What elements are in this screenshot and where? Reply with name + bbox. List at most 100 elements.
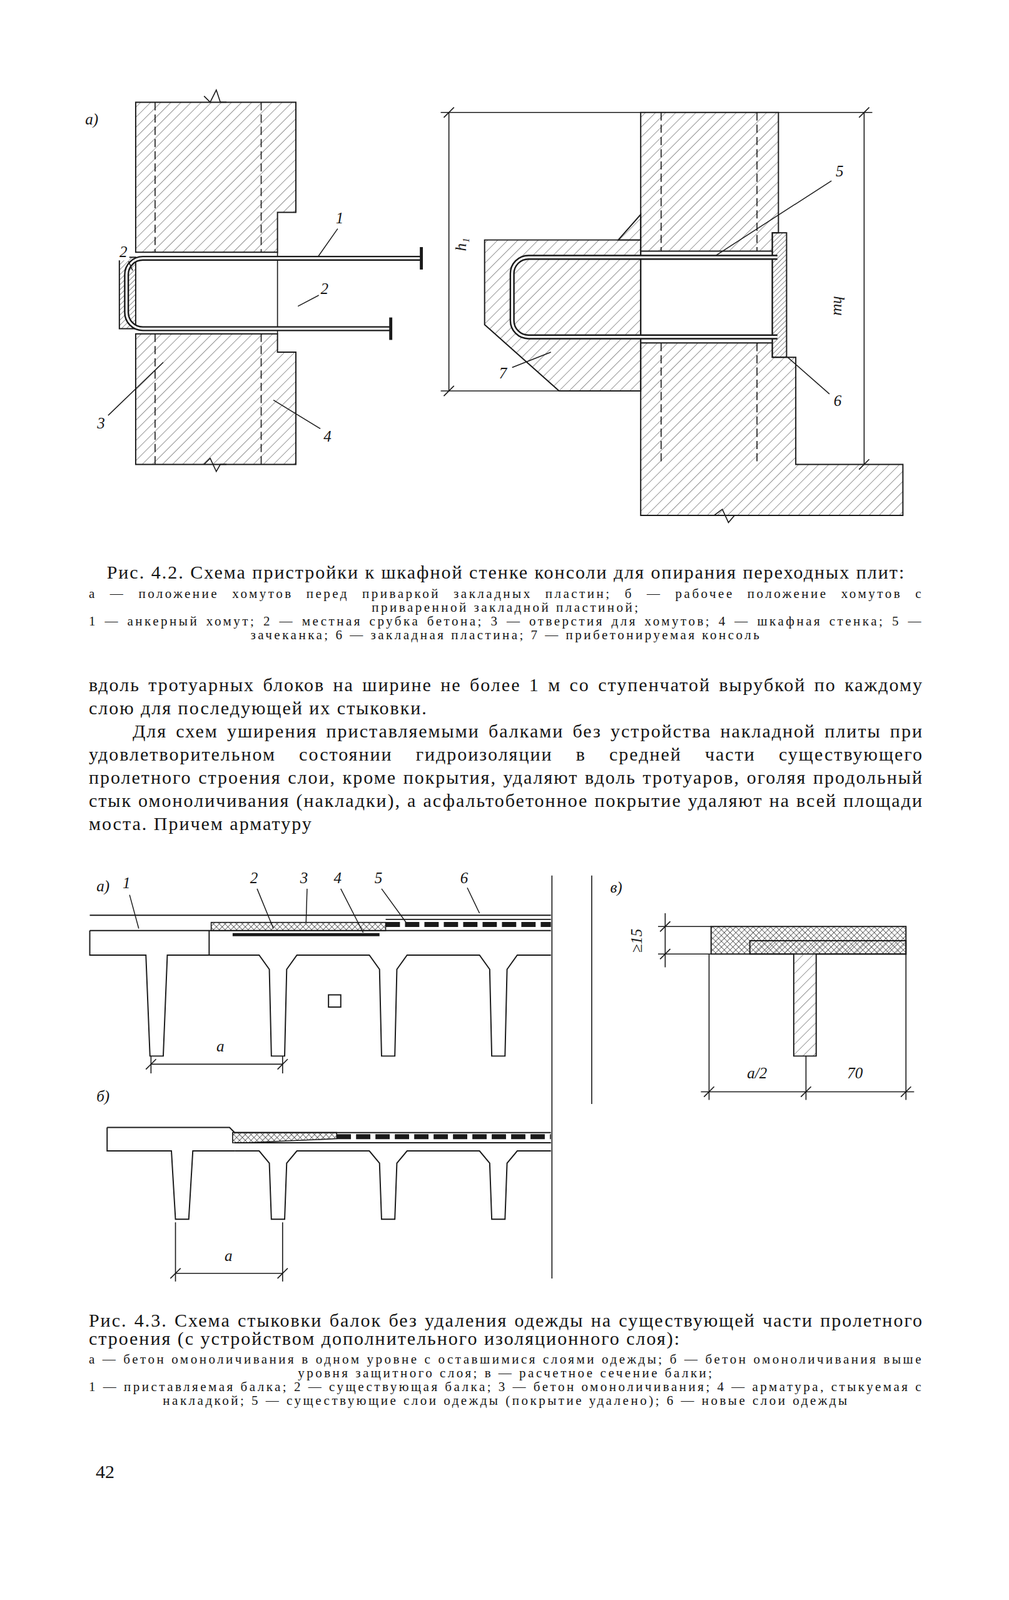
anchor-stirrup-a	[126, 247, 421, 340]
concreted-console	[618, 214, 641, 241]
pavement-layers-a	[211, 922, 386, 931]
break-marks	[203, 458, 227, 472]
deck-section-b	[234, 1150, 552, 1220]
dimension-a-2	[170, 1268, 181, 1279]
hole-outline	[277, 252, 279, 334]
wall-rebar-dashed	[260, 334, 263, 465]
figure-dividers	[591, 875, 593, 1105]
dimension-v	[659, 948, 670, 959]
callout-number: 7	[497, 364, 510, 383]
dimension-lines	[778, 111, 873, 114]
deck-section-a	[208, 955, 551, 1056]
figure-letter: в)	[608, 878, 624, 897]
dimension-v	[900, 1086, 911, 1097]
anchor-stirrup-a	[419, 247, 423, 270]
deck-section-a	[328, 995, 341, 1008]
dimension-label: 70	[845, 1064, 865, 1083]
pavement-layers-b	[232, 1132, 552, 1143]
dimension-label: а	[222, 1247, 235, 1265]
dimension-v	[905, 953, 907, 1100]
dimension-a-1	[145, 1055, 288, 1074]
dimension-label: ≥15	[628, 926, 646, 955]
dimension-lines	[448, 112, 450, 391]
callout-number: 2	[117, 243, 130, 261]
dimension-lines	[443, 385, 454, 396]
figure-letter: а)	[94, 878, 112, 896]
leader-lines-42	[108, 362, 164, 416]
pavement-layers-b	[232, 1132, 337, 1143]
callout-number: 1	[120, 875, 133, 893]
dimension-v	[805, 1055, 807, 1100]
leader-lines-42	[318, 228, 338, 257]
text-block: Рис. 4.2. Схема пристройки к шкафной сте…	[88, 562, 924, 836]
wall-rebar-dashed-b	[661, 112, 757, 465]
callout-number: 1	[334, 209, 346, 228]
caption-legend: 1 — приставляемая балка; 2 — существующа…	[88, 1379, 924, 1408]
body-paragraph: Для схем уширения приставляемыми балками…	[88, 719, 924, 836]
leader-lines-43a	[467, 887, 480, 914]
dimension-lines	[443, 107, 454, 118]
callout-number: 6	[458, 869, 471, 888]
dimension-lines	[441, 111, 642, 114]
ballast-wall-section-b	[640, 112, 903, 516]
dimension-v	[658, 913, 914, 1100]
deck-section-b	[106, 1127, 551, 1220]
leader-lines-43a	[381, 888, 406, 923]
wall-rebar-dashed	[155, 101, 262, 465]
leader-lines-43a	[129, 887, 480, 933]
pavement-layers-a	[232, 933, 380, 937]
dimension-lines	[863, 112, 866, 465]
callout-number: 2	[318, 280, 331, 298]
caption-note: а — положение хомутов перед приваркой за…	[88, 586, 924, 615]
ballast-wall-section-a	[119, 101, 296, 465]
concreted-console	[484, 214, 642, 391]
dimension-a-1	[277, 1059, 288, 1070]
wall-rebar-dashed	[260, 101, 263, 253]
pavement-layers-a	[385, 918, 551, 921]
dimension-lines	[858, 107, 869, 118]
leader-lines-43a	[129, 895, 139, 929]
dimension-v	[703, 1086, 714, 1097]
deck-section-a	[90, 914, 552, 916]
figure-letter: б)	[94, 1088, 112, 1106]
figure-letter: а)	[83, 110, 101, 129]
dimension-v	[700, 1091, 914, 1093]
figure-caption: Рис. 4.3. Схема стыковки балок без удале…	[88, 1311, 924, 1348]
figure-caption: Рис. 4.2. Схема пристройки к шкафной сте…	[88, 562, 924, 582]
design-section	[711, 926, 907, 1056]
ballast-wall-section-a	[135, 334, 296, 465]
leader-lines-43a	[340, 888, 364, 933]
leader-lines-42	[128, 261, 133, 271]
leader-lines-42	[716, 180, 832, 256]
dimension-a-2	[277, 1268, 288, 1279]
wall-rebar-dashed-b	[756, 112, 758, 252]
anchor-stirrup-b	[512, 257, 778, 337]
dimension-v	[800, 1086, 811, 1097]
caption-note: а — бетон омоноличивания в одном уровне …	[88, 1352, 924, 1380]
break-marks	[203, 90, 227, 103]
pavement-layers-a	[211, 919, 552, 935]
ballast-wall-section-b	[640, 112, 903, 516]
dimension-lines	[441, 390, 560, 392]
dimension-label: h₁	[452, 236, 470, 254]
dimension-v	[659, 921, 670, 932]
dimension-a-2	[170, 1222, 288, 1282]
dimension-lines	[858, 459, 869, 470]
callout-number: 3	[95, 414, 107, 433]
dimension-v	[664, 913, 667, 968]
pavement-layers-a	[385, 922, 551, 928]
anchor-stirrup-b	[512, 257, 778, 337]
page-number: 42	[93, 1460, 117, 1482]
anchor-stirrup-a	[126, 258, 421, 330]
caption-legend: 1 — анкерный хомут; 2 — местная срубка б…	[88, 614, 924, 642]
anchor-stirrup-b	[512, 257, 778, 337]
dimension-label: а	[214, 1038, 227, 1056]
anchor-stirrup-a	[389, 317, 393, 341]
ballast-wall-section-a	[135, 101, 296, 253]
hole-outline	[277, 252, 279, 334]
figure-dividers	[551, 875, 553, 1279]
deck-section-a	[90, 915, 552, 1056]
callout-number: 4	[321, 427, 334, 446]
deck-section-b	[234, 1142, 552, 1144]
